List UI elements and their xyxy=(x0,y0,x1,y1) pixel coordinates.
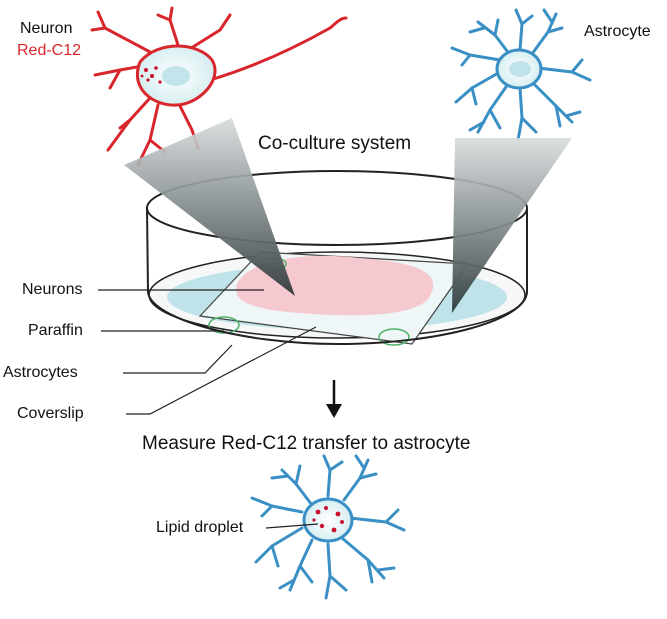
neurons-layer-label: Neurons xyxy=(22,281,83,298)
lipid-droplets xyxy=(312,506,344,533)
down-arrow xyxy=(326,380,342,418)
astrocyte-illustration xyxy=(450,8,592,142)
astrocyte-nucleus xyxy=(509,61,531,77)
paraffin-label: Paraffin xyxy=(28,322,83,339)
neuron-label: Neuron xyxy=(20,20,73,37)
coverslip-label: Coverslip xyxy=(17,405,84,422)
astrocyte-label: Astrocyte xyxy=(584,23,651,40)
astrocyte-beam xyxy=(452,138,572,313)
neuron-nucleus xyxy=(162,66,190,86)
lipid-leader-line xyxy=(265,523,319,529)
labelled-astrocyte-soma xyxy=(302,497,354,543)
neuron-beam xyxy=(124,118,295,296)
diagram-title: Co-culture system xyxy=(258,133,412,154)
red-c12-label: Red-C12 xyxy=(17,42,82,59)
astrocytes-layer-label: Astrocytes xyxy=(3,364,78,381)
red-c12-dots xyxy=(140,66,162,84)
measure-step-label: Measure Red-C12 transfer to astrocyte xyxy=(142,433,471,454)
leader-lines xyxy=(98,289,317,415)
lipid-droplet-label: Lipid droplet xyxy=(156,519,244,536)
labelled-astrocyte-illustration xyxy=(250,454,406,600)
